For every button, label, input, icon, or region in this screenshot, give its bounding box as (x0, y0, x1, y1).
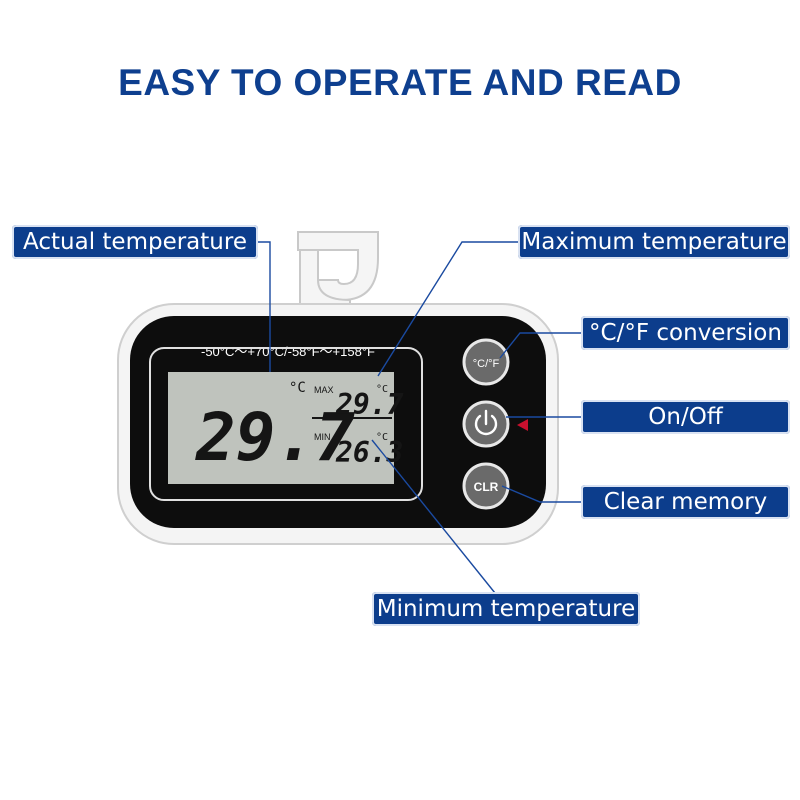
clear-button-label: CLR (474, 480, 499, 494)
power-indicator-icon (517, 419, 528, 431)
clear-button[interactable]: CLR (462, 462, 510, 510)
callout-clear-memory: Clear memory (581, 485, 790, 519)
power-button[interactable] (462, 400, 510, 448)
callout-actual-temperature: Actual temperature (12, 225, 258, 259)
actual-unit: °C (289, 380, 306, 396)
callout-minimum-temperature: Minimum temperature (372, 592, 640, 626)
actual-reading: 29.7 (195, 399, 355, 476)
callout-conversion: °C/°F conversion (581, 316, 790, 350)
lcd-bezel (149, 347, 423, 501)
max-label: MAX (314, 385, 334, 395)
min-label: MIN (314, 432, 331, 442)
callout-maximum-temperature: Maximum temperature (518, 225, 790, 259)
power-icon (474, 409, 498, 436)
lcd-screen (168, 372, 394, 484)
headline: EASY TO OPERATE AND READ (118, 62, 682, 103)
conversion-button[interactable]: °C/°F (462, 338, 510, 386)
callout-on-off: On/Off (581, 400, 790, 434)
max-unit: °C (376, 384, 388, 395)
conversion-button-label: °C/°F (473, 358, 500, 370)
min-reading: 26.3 (335, 436, 403, 469)
leader-lines (258, 241, 581, 594)
min-unit: °C (376, 432, 388, 443)
max-reading: 29.7 (335, 388, 404, 421)
range-label: -50°C～+70°C/-58°F～+158°F (201, 344, 375, 359)
